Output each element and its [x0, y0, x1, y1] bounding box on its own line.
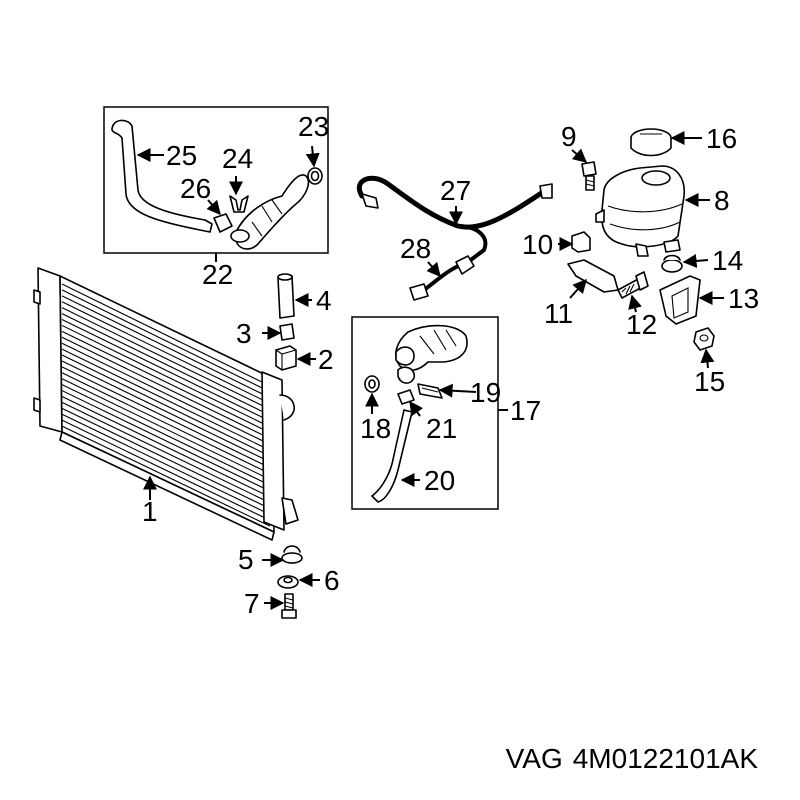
radiator-fin	[61, 395, 271, 498]
callout-11: 11	[544, 298, 573, 329]
callout-2: 2	[318, 344, 334, 375]
callout-22: 22	[202, 259, 233, 290]
callout-19: 19	[470, 377, 501, 408]
bushing-part-3	[279, 323, 295, 341]
radiator-fin	[61, 283, 271, 387]
brand-label: VAG	[505, 743, 563, 774]
callout-18: 18	[360, 413, 391, 444]
callout-8: 8	[714, 185, 730, 216]
reservoir-part-8	[595, 165, 686, 257]
grommet-part-5	[281, 545, 303, 564]
o-ring-part-23	[307, 167, 323, 185]
radiator-fin	[61, 384, 271, 486]
callout-6: 6	[324, 565, 340, 596]
radiator-fin	[61, 336, 271, 440]
bracket-part-11	[567, 259, 619, 293]
radiator-fin	[61, 289, 271, 393]
radiator-fin	[61, 413, 271, 515]
mount-part-2	[275, 345, 297, 371]
callout-4: 4	[316, 285, 332, 316]
radiator-fin	[61, 425, 271, 527]
radiator-fin	[61, 319, 271, 422]
cap-part-16	[630, 128, 672, 157]
clip-part-21	[397, 389, 415, 405]
callout-5: 5	[238, 544, 254, 575]
wiring-harness-part-27	[357, 175, 553, 264]
radiator-fin	[61, 348, 271, 451]
callout-1: 1	[142, 496, 158, 527]
callout-26: 26	[180, 173, 211, 204]
bolt-part-12	[617, 271, 649, 299]
hose-end-part-26	[213, 213, 250, 243]
callout-10: 10	[522, 229, 553, 260]
pipe-part-20	[371, 409, 413, 503]
callout-13: 13	[728, 283, 759, 314]
bolt-part-9	[581, 161, 597, 191]
radiator-fin	[61, 313, 271, 416]
callout-21: 21	[426, 413, 457, 444]
radiator-fin	[61, 401, 271, 504]
grommet-part-14	[661, 254, 683, 273]
radiator-fin	[61, 419, 271, 521]
sleeve-part-4	[277, 273, 295, 319]
radiator-fin	[61, 372, 271, 475]
callout-28: 28	[400, 233, 431, 264]
callout-23: 23	[298, 111, 329, 142]
radiator-fin	[61, 330, 271, 434]
radiator-fin	[61, 407, 271, 510]
coolant-pipe-part-25	[111, 119, 213, 233]
callout-12: 12	[626, 309, 657, 340]
callout-24: 24	[222, 143, 253, 174]
callout-3: 3	[236, 318, 252, 349]
part-number-label: 4M0122101AK	[572, 743, 758, 774]
radiator-fin	[61, 295, 271, 399]
bolt-part-7	[281, 593, 297, 619]
hose-part-17	[395, 324, 468, 384]
part-caption: VAG 4M0122101AK	[496, 743, 758, 775]
bracket-part-13	[659, 275, 701, 325]
callout-25: 25	[166, 140, 197, 171]
washer-part-6	[277, 575, 299, 589]
radiator-fin	[61, 366, 271, 469]
o-ring-part-18	[364, 375, 380, 393]
clip-part-10	[571, 231, 591, 253]
nut-part-15	[693, 327, 715, 351]
radiator-fin	[61, 354, 271, 457]
radiator-fin	[61, 307, 271, 410]
callout-20: 20	[424, 465, 455, 496]
radiator-fin	[61, 324, 271, 428]
callout-15: 15	[694, 366, 725, 397]
clamp-part-19	[417, 383, 443, 399]
radiator-fin	[61, 360, 271, 463]
sensor-harness-part-28	[409, 255, 475, 301]
leader-lines	[136, 131, 724, 610]
radiator-fin	[61, 342, 271, 445]
group-box-17	[351, 316, 499, 510]
callout-16: 16	[706, 123, 737, 154]
radiator-fin	[61, 390, 271, 492]
clamp-part-24	[229, 195, 249, 213]
callout-17: 17	[510, 395, 541, 426]
callout-9: 9	[561, 121, 577, 152]
radiator-fin	[61, 378, 271, 480]
radiator-part-1	[33, 267, 299, 541]
callout-14: 14	[712, 245, 743, 276]
callout-numbers: 1 2 3 4 5 6 7 8 9 10 11 12 13 14 15 16 1…	[142, 111, 759, 619]
radiator-fin	[61, 301, 271, 405]
hose-part-24	[235, 174, 310, 250]
callout-7: 7	[244, 588, 260, 619]
callout-27: 27	[440, 175, 471, 206]
